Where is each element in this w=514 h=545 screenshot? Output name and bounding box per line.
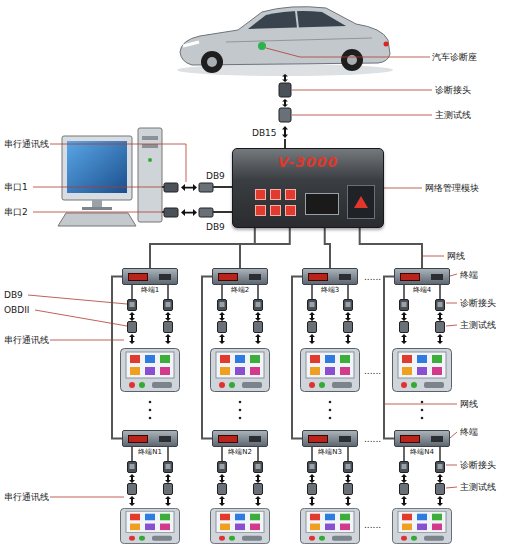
terminal-label: 终端2 [231,286,249,294]
callout-label: 主测试线 [460,482,496,492]
terminal-label: 终端3 [321,286,339,294]
serial-connectors [162,183,232,217]
terminal-label: 终端N2 [228,448,252,456]
network-cables [112,228,422,439]
terminal-box: 终端3 [302,268,358,285]
top-diagnostic-connectors [279,74,291,148]
terminal-box: 终端N2 [212,430,268,447]
callout-label: DB15 [252,128,277,138]
callout-label: DB9 [4,290,23,300]
callout-label: 网络管理模块 [425,183,479,193]
terminal-label: 终端N4 [410,448,434,456]
callout-label: DB9 [206,222,225,232]
terminal-label: 终端N3 [318,448,342,456]
network-cable [384,277,394,439]
module-control [285,189,296,200]
callout-label: DB9 [206,171,225,181]
terminal-box: 终端N1 [122,430,178,447]
terminal-display [128,435,148,443]
callout-label: 主测试线 [460,320,496,330]
terminal-display [339,274,351,280]
callout-label: OBDII [4,305,30,315]
callout-label: 诊断接头 [460,298,496,308]
terminal-label: 终端N1 [138,448,162,456]
callout-label: 串口1 [4,182,28,192]
module-control [255,205,266,216]
module-control [270,205,281,216]
terminal-display [128,273,148,281]
network-cable [240,228,290,268]
callout-label: 串行通讯线 [4,335,49,345]
terminal-device-stacks [121,285,452,544]
callout-label: 诊断接头 [460,460,496,470]
callout-label: 串口2 [4,207,28,217]
callout-label: 终端 [460,270,478,280]
callout-label: ...... [364,520,381,530]
module-control [285,205,296,216]
terminal-display [159,274,171,280]
car-illustration [177,7,393,76]
network-cable [202,277,212,439]
terminal-label: 终端4 [413,286,431,294]
computer-illustration [58,128,162,226]
terminal-display [218,273,238,281]
callout-label: ...... [364,434,381,444]
terminal-display [218,435,238,443]
vertical-ellipsis-dots [149,401,424,420]
callout-label: 诊断接头 [435,85,471,95]
network-cable [112,277,122,439]
callout-label: 网线 [447,251,465,261]
callout-label: 串行通讯线 [4,492,49,502]
terminal-display [339,436,351,442]
callout-label: 终端 [460,427,478,437]
leader-lines [28,48,457,497]
terminal-box: 终端N4 [394,430,450,447]
callout-label: ...... [364,272,381,282]
terminal-box: 终端N3 [302,430,358,447]
module-control [305,193,339,215]
network-cable [325,228,330,268]
terminal-label: 终端1 [141,286,159,294]
network-cable [360,228,422,268]
callout-label: ...... [364,366,381,376]
module-brand: V-3000 [233,154,383,170]
terminal-box: 终端1 [122,268,178,285]
terminal-display [431,436,443,442]
terminal-display [431,274,443,280]
callout-label: 串行通讯线 [4,139,49,149]
network-cable [292,277,302,439]
terminal-display [400,273,420,281]
terminal-box: 终端4 [394,268,450,285]
terminal-box: 终端2 [212,268,268,285]
network-management-module: V-3000 [232,148,384,228]
terminal-display [400,435,420,443]
terminal-display [308,273,328,281]
callout-label: 网线 [460,399,478,409]
warning-triangle [354,196,368,208]
terminal-display [308,435,328,443]
module-control [270,189,281,200]
terminal-display [249,274,261,280]
terminal-display [159,436,171,442]
terminal-display [249,436,261,442]
module-control [255,189,266,200]
callout-label: 主测试线 [435,110,471,120]
callout-label: 汽车诊断座 [432,52,477,62]
